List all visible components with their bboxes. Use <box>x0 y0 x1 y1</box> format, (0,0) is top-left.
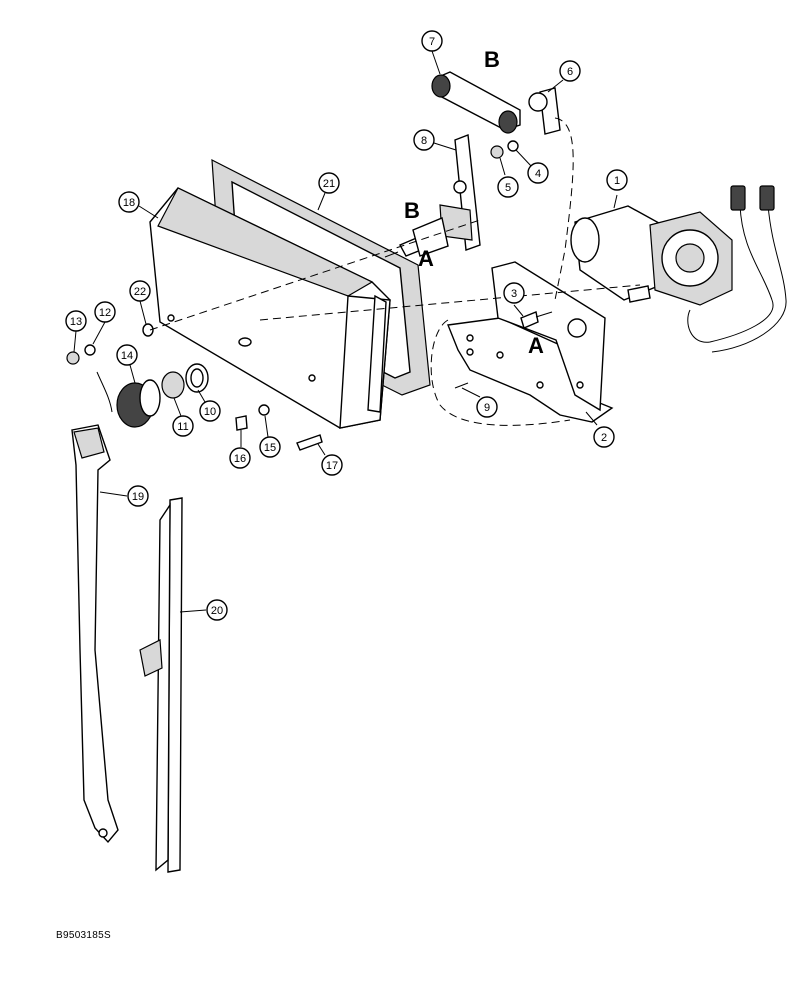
bolt-17 <box>296 434 323 451</box>
svg-text:14: 14 <box>121 350 133 362</box>
svg-text:7: 7 <box>429 36 435 48</box>
svg-text:20: 20 <box>211 605 223 617</box>
screw-9 <box>454 382 469 389</box>
callout-11: 11 <box>172 397 194 437</box>
callout-5: 5 <box>497 157 519 198</box>
wiper-arm-part <box>71 424 119 844</box>
callout-9: 9 <box>461 387 498 418</box>
svg-text:19: 19 <box>132 491 144 503</box>
svg-text:8: 8 <box>421 135 427 147</box>
bolt-16 <box>235 415 248 431</box>
seal-22 <box>142 323 154 337</box>
washer-4 <box>507 140 519 152</box>
callout-4: 4 <box>515 149 549 184</box>
callout-17: 17 <box>317 443 343 476</box>
linkage-plate-part <box>431 71 521 134</box>
callout-22: 22 <box>129 280 151 325</box>
reference-letter-a-shaft: A <box>418 246 434 271</box>
washer-12 <box>84 344 96 356</box>
callout-13: 13 <box>65 310 87 353</box>
svg-text:9: 9 <box>484 402 490 414</box>
callout-15: 15 <box>259 415 281 458</box>
nut-11 <box>161 371 185 399</box>
svg-text:2: 2 <box>601 432 607 444</box>
svg-text:12: 12 <box>99 307 111 319</box>
svg-text:6: 6 <box>567 66 573 78</box>
leader-12-14 <box>96 371 113 413</box>
washer-15 <box>258 404 270 416</box>
callout-14: 14 <box>116 344 138 384</box>
svg-text:15: 15 <box>264 442 276 454</box>
callout-1: 1 <box>606 169 628 209</box>
nut-13 <box>66 351 80 365</box>
motor-part <box>570 185 787 353</box>
svg-text:1: 1 <box>614 175 620 187</box>
svg-text:10: 10 <box>204 406 216 418</box>
alignment-lines <box>149 117 641 426</box>
svg-text:18: 18 <box>123 197 135 209</box>
nut-5 <box>490 145 504 159</box>
callout-21: 21 <box>317 172 340 211</box>
callout-8: 8 <box>413 129 457 151</box>
callout-7: 7 <box>421 30 443 75</box>
drawing-id-label: B9503185S <box>56 930 111 941</box>
svg-text:3: 3 <box>511 288 517 300</box>
boot-seal-14 <box>116 379 161 428</box>
washer-10 <box>185 363 209 393</box>
svg-text:4: 4 <box>535 168 541 180</box>
svg-text:13: 13 <box>70 316 82 328</box>
callout-20: 20 <box>179 599 228 621</box>
callout-2: 2 <box>585 411 615 448</box>
svg-text:5: 5 <box>505 182 511 194</box>
housing-part <box>149 187 391 429</box>
callout-19: 19 <box>99 485 149 507</box>
callout-6: 6 <box>547 60 581 93</box>
wiper-blade-part <box>139 497 183 873</box>
callout-16: 16 <box>229 430 251 469</box>
svg-text:11: 11 <box>177 421 188 433</box>
reference-letter-a-plate: A <box>528 333 544 358</box>
callout-18: 18 <box>118 191 159 219</box>
svg-text:21: 21 <box>323 178 335 190</box>
bolt-3 <box>520 311 553 329</box>
callout-12: 12 <box>92 301 116 345</box>
svg-text:22: 22 <box>134 286 146 298</box>
svg-text:16: 16 <box>234 453 246 465</box>
reference-letter-b-top: B <box>484 47 500 72</box>
crank-arm-part <box>528 87 561 135</box>
svg-text:17: 17 <box>326 460 338 472</box>
reference-letter-b-shaft: B <box>404 198 420 223</box>
callout-10: 10 <box>197 389 221 422</box>
callout-3: 3 <box>503 282 525 317</box>
